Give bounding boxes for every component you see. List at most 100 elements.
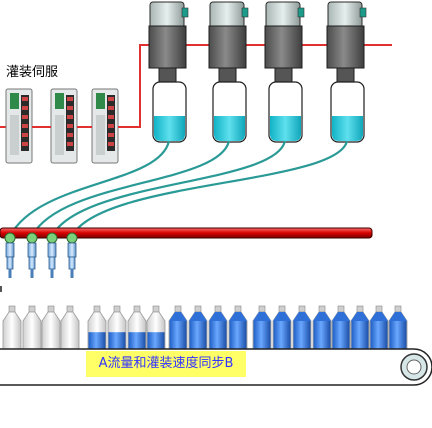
- valve-body: [148, 25, 187, 69]
- hoses: [9, 140, 349, 237]
- servo-panel: [10, 115, 19, 155]
- bottle-cap: [93, 305, 101, 313]
- filling-valve-icon: [326, 1, 367, 143]
- filling-valve-icon: [208, 1, 249, 143]
- bottle-cap: [337, 305, 345, 313]
- nozzle-coupling: [46, 232, 58, 244]
- servo-pin: [22, 124, 28, 128]
- bottle-liquid: [169, 321, 187, 349]
- bottle-icon: [369, 305, 389, 350]
- bottle-cap: [258, 305, 266, 313]
- valve-connector: [181, 7, 189, 18]
- bottle-icon: [87, 305, 107, 350]
- servo-pin: [108, 124, 114, 128]
- nozzle-coupling: [4, 232, 16, 244]
- nozzle-tip: [50, 269, 54, 278]
- servo-pin: [108, 115, 114, 119]
- bottle-cap: [298, 305, 306, 313]
- servo-panel: [55, 115, 64, 155]
- nozzle-body: [47, 242, 57, 258]
- filling-valves: [148, 1, 367, 143]
- bottle-icon: [146, 305, 166, 350]
- servo-pin: [67, 106, 73, 110]
- nozzle-stem: [68, 256, 76, 270]
- servo-pin: [22, 97, 28, 101]
- bottle-shoulder: [313, 312, 331, 321]
- servo-drives: [5, 88, 140, 164]
- nozzles: [4, 232, 78, 278]
- valve-body: [264, 25, 303, 69]
- valve-body: [208, 25, 247, 69]
- bottle-liquid: [273, 321, 291, 349]
- servo-label: 灌装伺服: [6, 65, 59, 80]
- servo-terminal: [21, 95, 29, 151]
- servo-panel: [96, 115, 105, 155]
- hose: [9, 140, 171, 237]
- servo-pin: [67, 133, 73, 137]
- bottle-shoulder: [389, 312, 407, 321]
- bottle-shoulder: [209, 312, 227, 321]
- bottle-icon: [208, 305, 228, 350]
- servo-pin: [22, 115, 28, 119]
- valve-connector: [297, 7, 305, 18]
- valve-body: [326, 25, 365, 69]
- bottle-liquid: [351, 321, 369, 349]
- nozzle-tip: [30, 269, 34, 278]
- servo-pin: [22, 142, 28, 146]
- servo-pin: [108, 106, 114, 110]
- servo-pin: [67, 97, 73, 101]
- valve-neck: [218, 67, 237, 83]
- valve-head: [265, 1, 301, 29]
- bottle-icon: [292, 305, 312, 350]
- bottle-liquid: [128, 332, 146, 349]
- servo-display: [55, 93, 64, 109]
- nozzle-coupling: [26, 232, 38, 244]
- nozzle-icon: [4, 232, 16, 278]
- servo-pin: [67, 115, 73, 119]
- servo-pin: [108, 133, 114, 137]
- bottle-icon: [41, 305, 61, 350]
- servo-terminal: [66, 95, 74, 151]
- bottle-shoulder: [189, 312, 207, 321]
- nozzle-tip: [70, 269, 74, 278]
- bottle-cap: [234, 305, 242, 313]
- bottle-body: [2, 311, 22, 350]
- bottle-icon: [312, 305, 332, 350]
- bottle-body: [41, 311, 61, 350]
- servo-pin: [108, 97, 114, 101]
- filling-valve-icon: [264, 1, 305, 143]
- nozzle-stem: [48, 256, 56, 270]
- nozzle-tip: [8, 269, 12, 278]
- bottle-liquid: [88, 332, 106, 349]
- bottle-cap: [28, 305, 36, 313]
- bottle-shoulder: [229, 312, 247, 321]
- sync-label: A流量和灌装速度同步B: [86, 351, 246, 377]
- bottle-icon: [168, 305, 188, 350]
- bottle-liquid: [209, 321, 227, 349]
- bottle-icon: [331, 305, 351, 350]
- valve-head: [209, 1, 245, 29]
- bottle-icon: [107, 305, 127, 350]
- servo-display: [10, 93, 19, 109]
- valve-neck: [274, 67, 293, 83]
- bottle-body: [22, 311, 42, 350]
- tank-liquid: [270, 116, 301, 141]
- servo-pin: [22, 106, 28, 110]
- servo-drive-icon: [5, 88, 33, 164]
- bottle-cap: [8, 305, 16, 313]
- bottle-liquid: [108, 332, 126, 349]
- bottle-cap: [174, 305, 182, 313]
- bottle-shoulder: [273, 312, 291, 321]
- valve-connector: [359, 7, 367, 18]
- bottle-liquid: [332, 321, 350, 349]
- tank-liquid: [214, 116, 245, 141]
- bottle-liquid: [253, 321, 271, 349]
- bottle-icon: [228, 305, 248, 350]
- valve-connector: [241, 7, 249, 18]
- bottle-shoulder: [253, 312, 271, 321]
- servo-terminal: [107, 95, 115, 151]
- bottle-shoulder: [370, 312, 388, 321]
- bottle-icon: [388, 305, 408, 350]
- servo-pin: [67, 124, 73, 128]
